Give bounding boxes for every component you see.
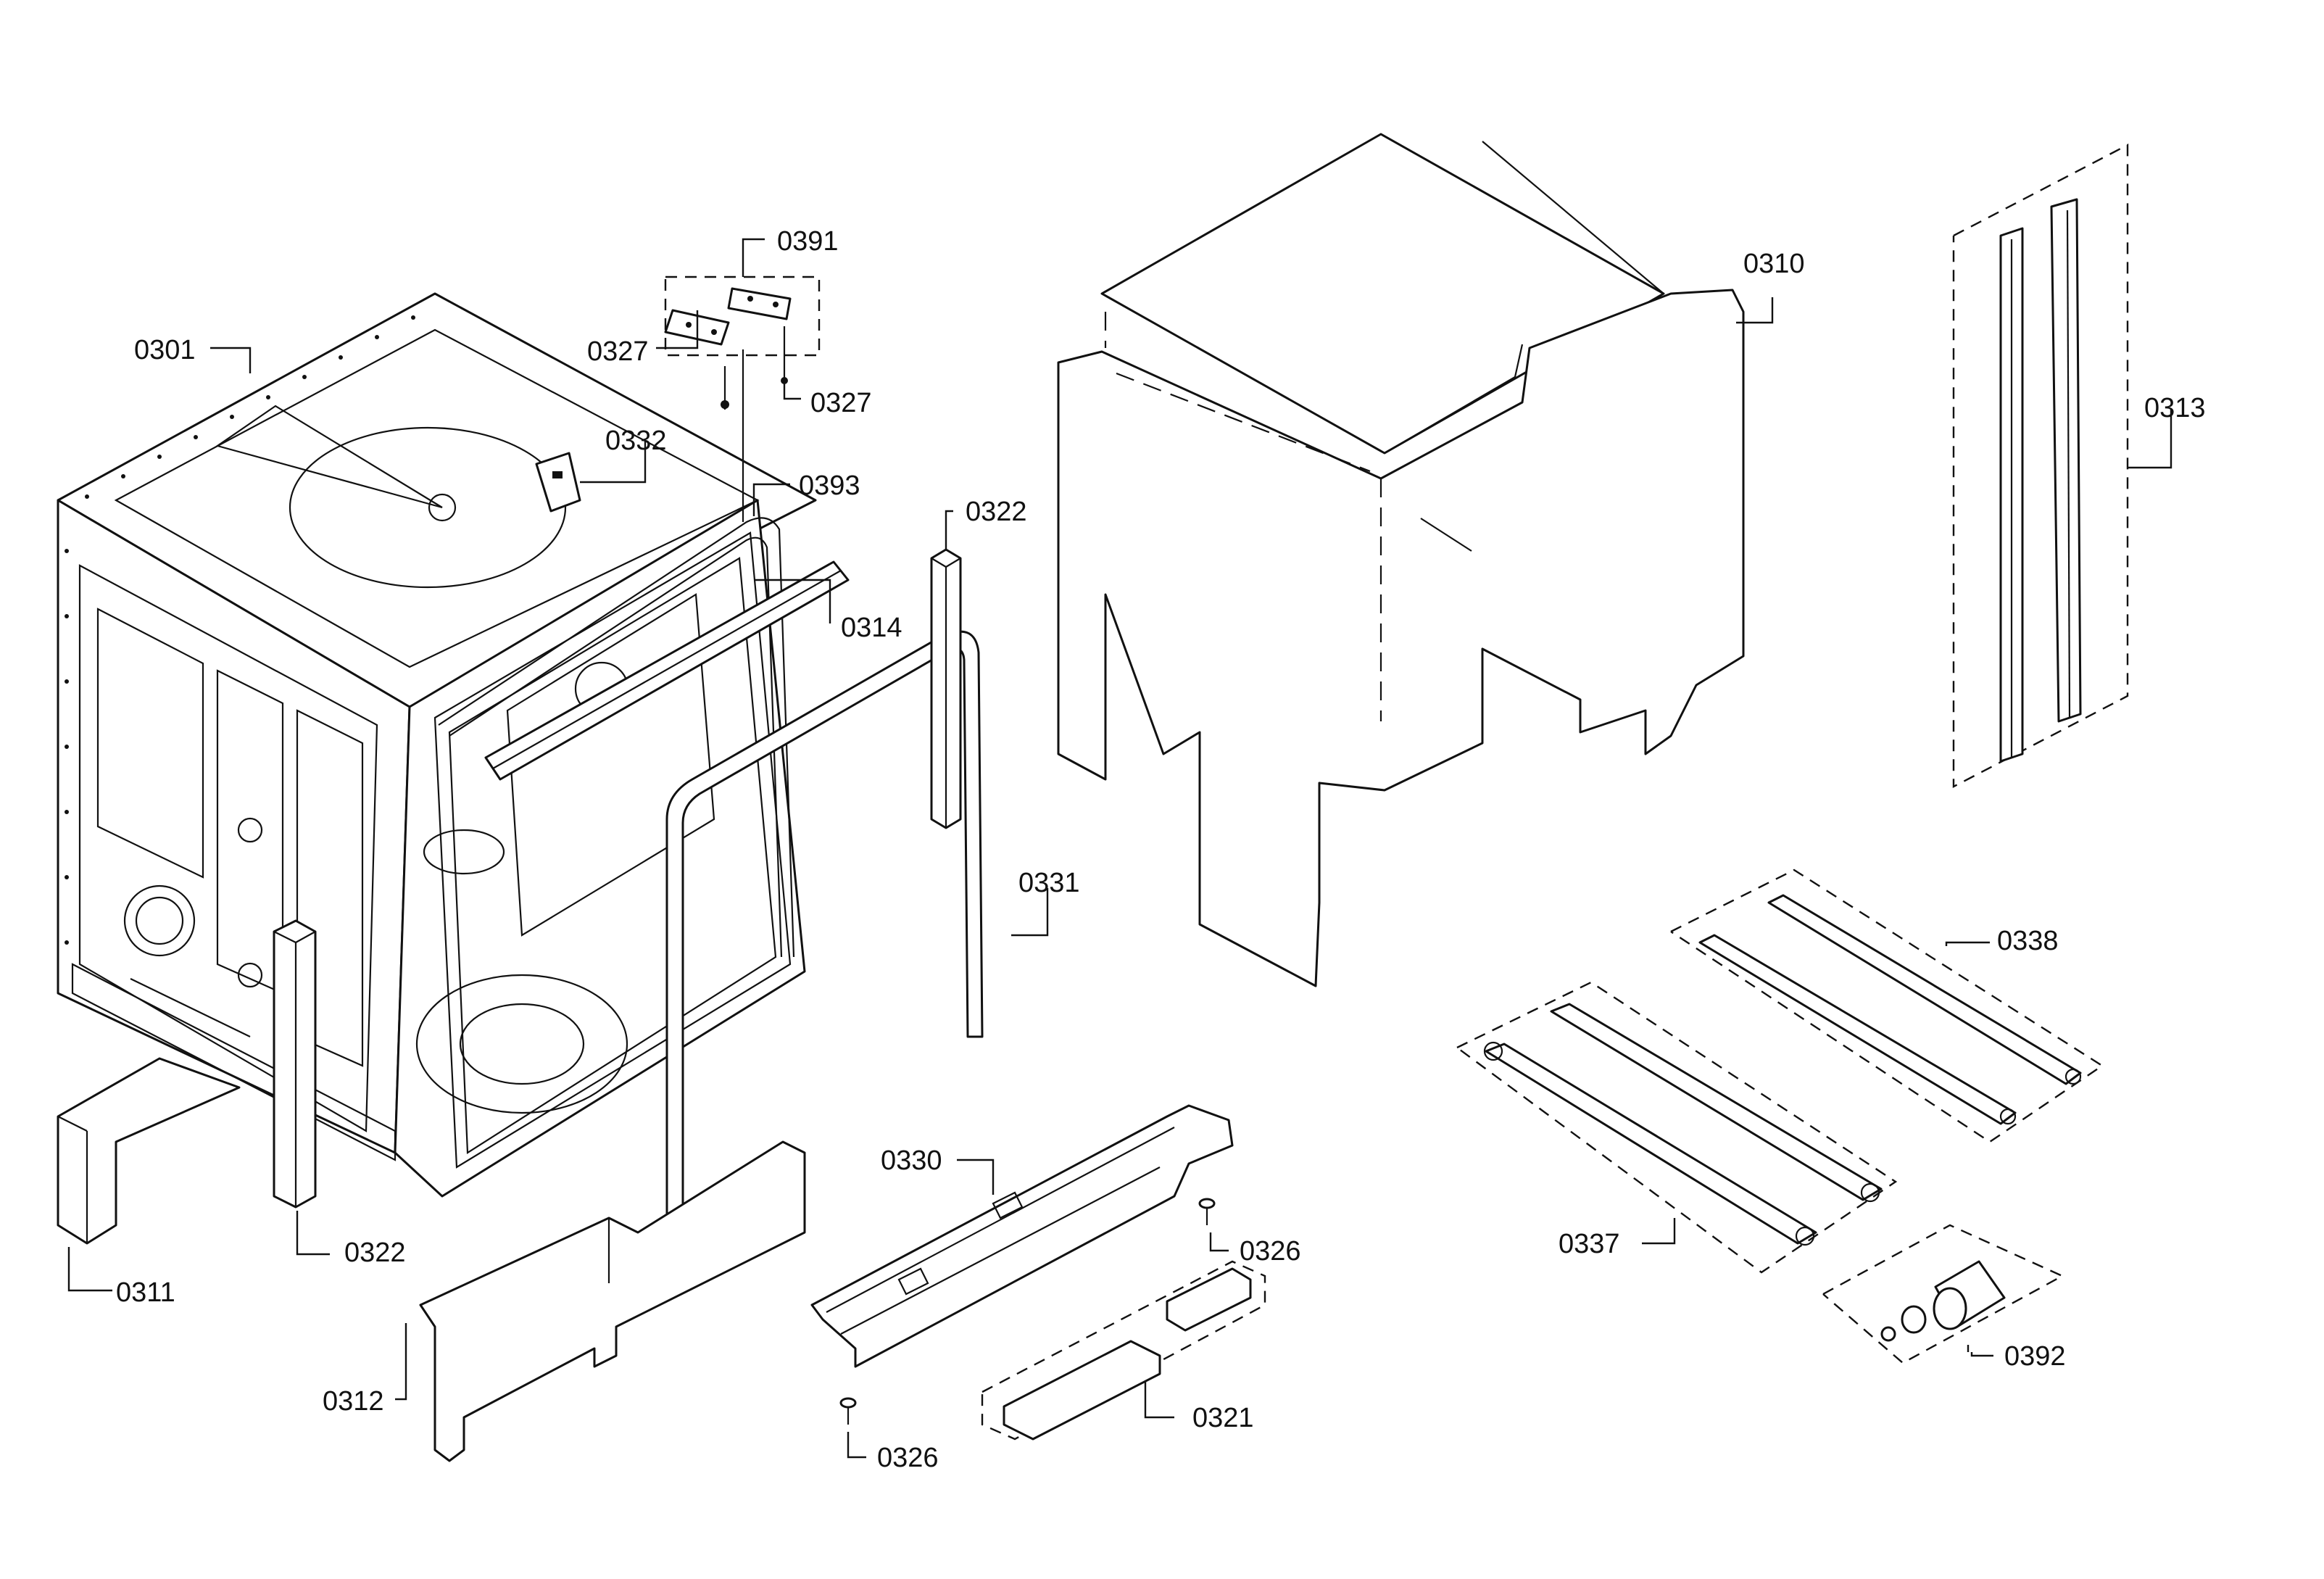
tub-assembly-0301	[57, 292, 817, 1198]
callout-0314: 0314	[841, 613, 902, 643]
hinge-plates-0391	[664, 275, 821, 522]
leader-lines	[67, 238, 2172, 1459]
callout-0326-upper: 0326	[1240, 1236, 1301, 1267]
foam-block-0322-bottom	[273, 919, 317, 1209]
insulation-hood-0310	[1057, 133, 1745, 987]
screw-0326-upper	[1198, 1198, 1216, 1225]
callout-0337: 0337	[1559, 1229, 1620, 1259]
callout-0330: 0330	[881, 1145, 942, 1176]
callout-0338: 0338	[1997, 926, 2059, 956]
insulation-0311	[57, 1057, 241, 1245]
callout-0332: 0332	[605, 426, 667, 456]
callout-0311: 0311	[116, 1277, 175, 1308]
callout-0321: 0321	[1192, 1403, 1254, 1433]
callout-0392: 0392	[2004, 1341, 2066, 1372]
callout-0327-right: 0327	[810, 388, 872, 418]
callout-0393: 0393	[799, 471, 860, 501]
callout-labels: 0301 0391 0327 0327 0332 0393 0314 0322 …	[116, 226, 2206, 1473]
side-trim-0313	[1952, 144, 2129, 788]
callout-0312: 0312	[323, 1386, 384, 1417]
callout-0322-bottom: 0322	[344, 1238, 406, 1268]
strip-0314	[484, 560, 850, 781]
callout-0327-left: 0327	[587, 336, 649, 367]
insulation-0312	[419, 1140, 806, 1462]
rails-0338	[1670, 869, 2104, 1143]
callout-0301: 0301	[134, 335, 196, 365]
seal-0331	[665, 630, 984, 1219]
rails-0337	[1456, 981, 1898, 1274]
callout-0322-top: 0322	[966, 497, 1027, 527]
bracket-0332	[535, 452, 581, 513]
callout-0310: 0310	[1743, 249, 1805, 279]
flange-rivets	[65, 315, 415, 945]
callout-0313: 0313	[2144, 393, 2206, 423]
callout-0326-lower: 0326	[877, 1443, 939, 1473]
callout-0331: 0331	[1018, 868, 1080, 898]
gasket-0393	[438, 517, 795, 958]
screw-0326-lower	[839, 1397, 857, 1425]
base-tray-0330	[810, 1104, 1234, 1368]
roller-kit-0392	[1822, 1224, 2064, 1364]
callout-0391: 0391	[777, 226, 839, 257]
foam-pads-0321	[981, 1260, 1266, 1441]
foam-block-0322-top	[930, 548, 962, 829]
